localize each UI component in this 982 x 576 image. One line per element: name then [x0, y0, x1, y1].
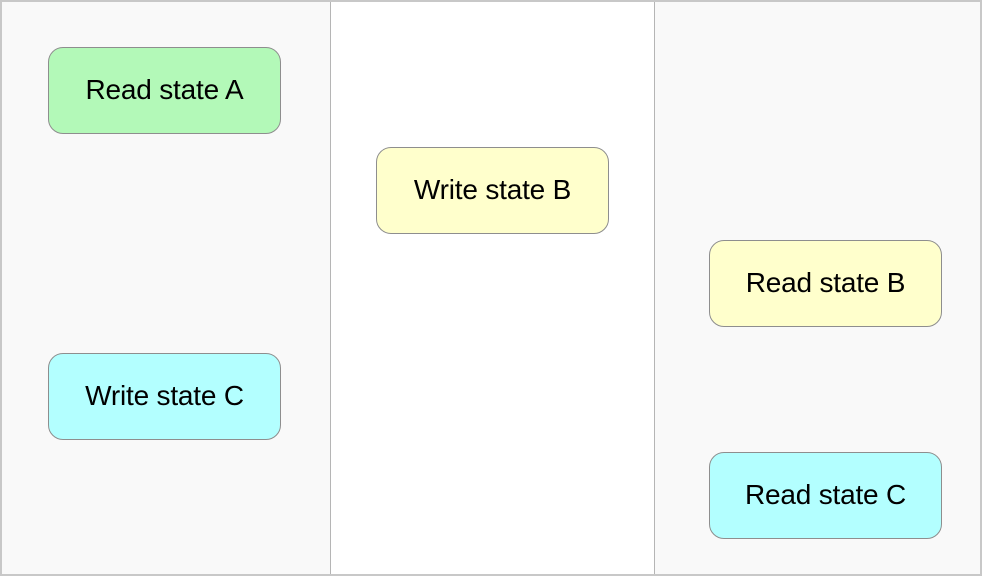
node-write-state-c[interactable]: Write state C — [48, 353, 281, 440]
node-read-state-b[interactable]: Read state B — [709, 240, 942, 327]
lane-middle — [331, 2, 654, 574]
node-read-state-a[interactable]: Read state A — [48, 47, 281, 134]
lane-divider-1 — [330, 2, 331, 574]
node-read-state-c[interactable]: Read state C — [709, 452, 942, 539]
node-write-state-b[interactable]: Write state B — [376, 147, 609, 234]
node-label: Read state B — [745, 266, 906, 298]
node-label: Write state B — [413, 173, 572, 205]
lane-divider-2 — [654, 2, 655, 574]
node-label: Read state C — [744, 478, 907, 510]
node-label: Read state A — [85, 73, 244, 105]
node-label: Write state C — [85, 379, 244, 411]
